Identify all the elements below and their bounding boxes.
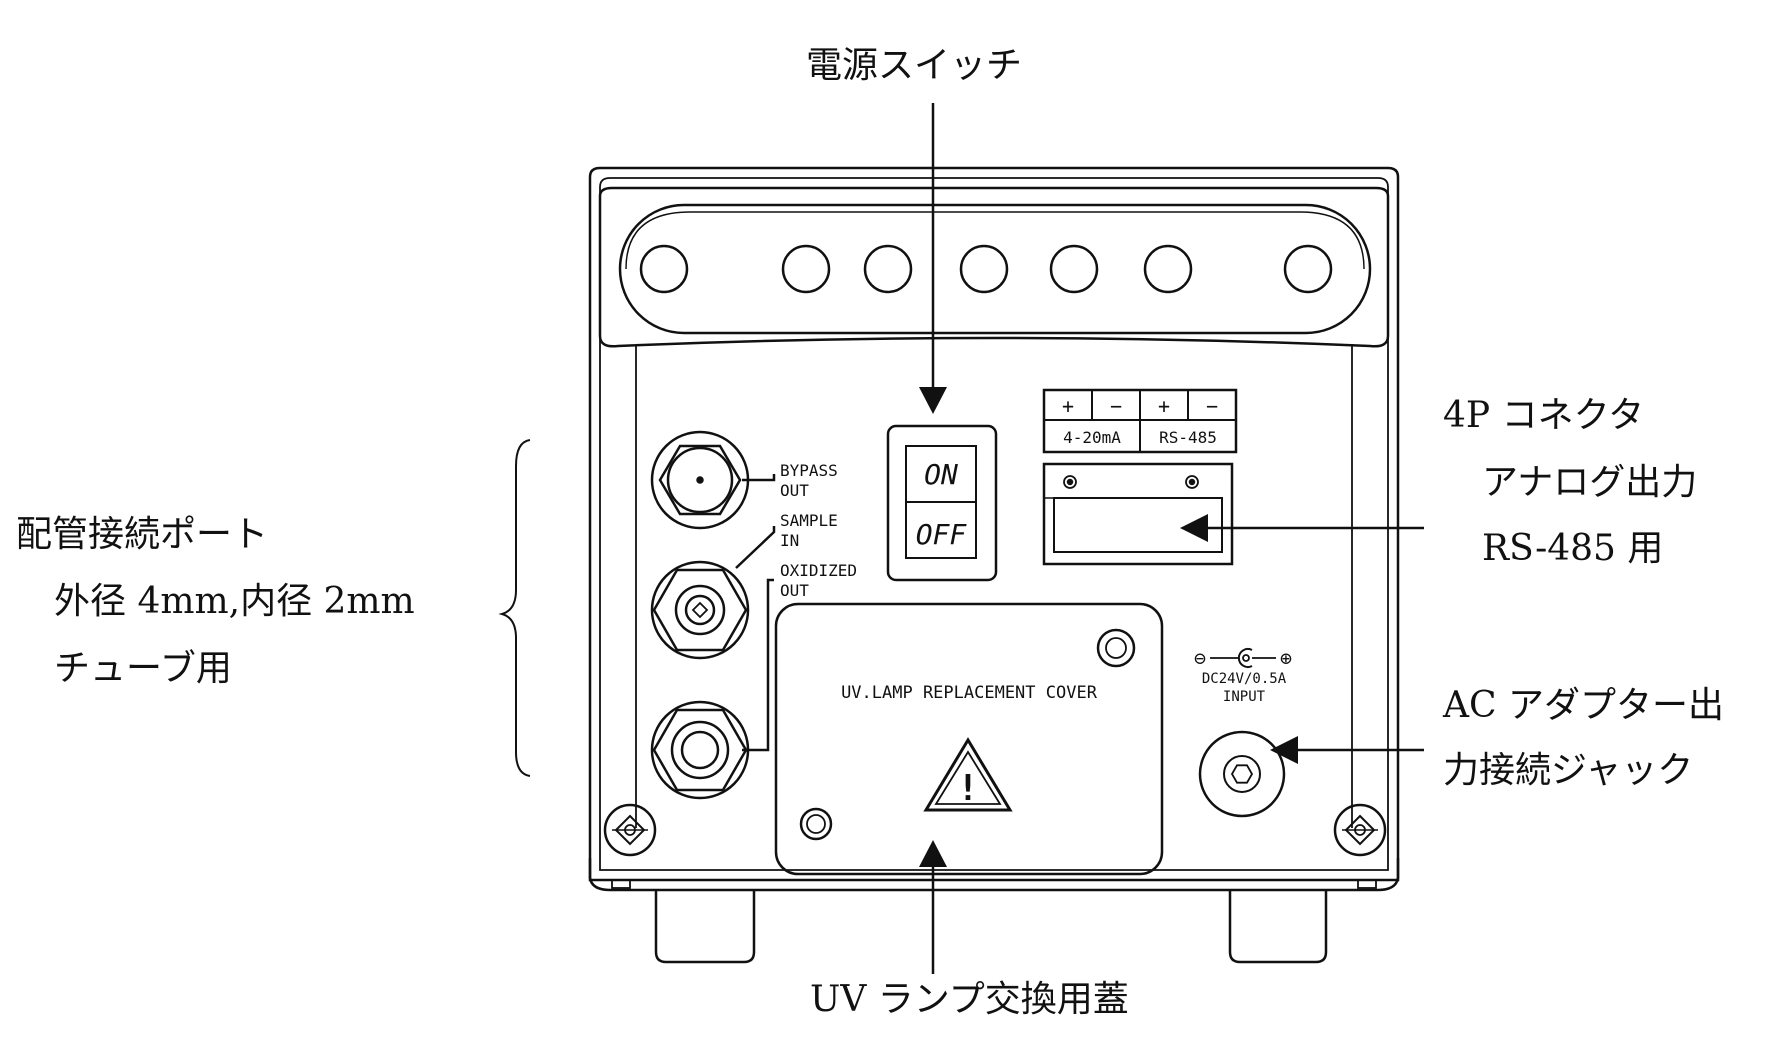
arrow-ac-jack	[1270, 736, 1424, 764]
port-leader-oxidized	[742, 578, 774, 752]
handle-grip	[618, 203, 1372, 335]
warning-mark: !	[957, 768, 979, 809]
uv-cover-screw-bottom	[799, 807, 833, 841]
port-leader-bypass	[742, 474, 776, 482]
dc-rating-label: DC24V/0.5A	[1202, 671, 1287, 687]
dc-polarity-symbol	[1210, 648, 1276, 668]
screw-bottom-right	[1333, 803, 1387, 857]
arrow-power-switch	[919, 103, 947, 414]
label-sample-line2: IN	[780, 531, 799, 550]
uv-cover-plate-label: UV.LAMP REPLACEMENT COVER	[841, 683, 1098, 703]
screw-bottom-left	[603, 803, 657, 857]
callout-power-switch: 電源スイッチ	[806, 45, 1023, 86]
terminal-minus-1: −	[1110, 394, 1122, 418]
callout-connector-line2: アナログ出力	[1482, 462, 1698, 503]
uv-cover-screw-top	[1096, 628, 1136, 668]
port-bypass-out	[650, 430, 750, 530]
callout-ac-line1: AC アダプター出	[1443, 685, 1724, 726]
uv-cover-plate	[774, 602, 1164, 876]
callout-uv-cover: UV ランプ交換用蓋	[810, 979, 1129, 1020]
dc-input-jack	[1198, 730, 1286, 818]
housing-outline	[588, 166, 1400, 882]
callout-connector-line3: RS-485 用	[1482, 528, 1664, 569]
terminal-block	[1042, 388, 1238, 454]
terminal-minus-2: −	[1206, 394, 1218, 418]
housing-bottom-rim	[588, 858, 1400, 892]
terminal-plus-2: +	[1158, 394, 1170, 418]
port-leader-sample	[735, 526, 776, 569]
arrow-uv-cover	[919, 840, 947, 974]
piping-brace	[498, 439, 531, 777]
switch-off-label: OFF	[916, 518, 968, 551]
handle-outline	[598, 186, 1390, 348]
callout-piping-title: 配管接続ポート	[16, 514, 269, 555]
foot-right	[1228, 890, 1328, 964]
label-oxidized-line1: OXIDIZED	[780, 561, 857, 580]
terminal-analog-label: 4-20mA	[1063, 428, 1121, 447]
housing-notch-right	[1357, 879, 1377, 889]
callout-piping-line2: 外径 4mm,内径 2mm	[54, 581, 415, 622]
label-oxidized-line2: OUT	[780, 581, 809, 600]
callout-piping-line3: チューブ用	[54, 648, 232, 689]
port-oxidized-out	[650, 700, 750, 800]
handle-holes	[639, 244, 1333, 294]
housing-notch-left	[611, 879, 631, 889]
arrow-4p-connector	[1180, 514, 1424, 542]
label-sample-line1: SAMPLE	[780, 511, 838, 530]
callout-ac-line2: 力接続ジャック	[1443, 750, 1694, 791]
dc-polarity-minus: ⊖	[1194, 646, 1206, 670]
switch-on-label: ON	[924, 458, 958, 491]
label-bypass-line2: OUT	[780, 481, 809, 500]
dc-input-label: INPUT	[1223, 689, 1266, 705]
power-switch-bezel	[886, 424, 998, 582]
warning-triangle-icon	[923, 737, 1013, 812]
dc-polarity-plus: ⊕	[1280, 646, 1292, 670]
label-bypass-line1: BYPASS	[780, 461, 838, 480]
handle-grip-inner	[625, 211, 1365, 270]
connector-socket	[1042, 462, 1234, 566]
housing-inner-edge	[599, 177, 1389, 871]
port-sample-in	[650, 560, 750, 660]
terminal-plus-1: +	[1062, 394, 1074, 418]
terminal-rs485-label: RS-485	[1159, 428, 1217, 447]
foot-left	[654, 890, 756, 964]
callout-connector-title: 4P コネクタ	[1443, 395, 1645, 436]
